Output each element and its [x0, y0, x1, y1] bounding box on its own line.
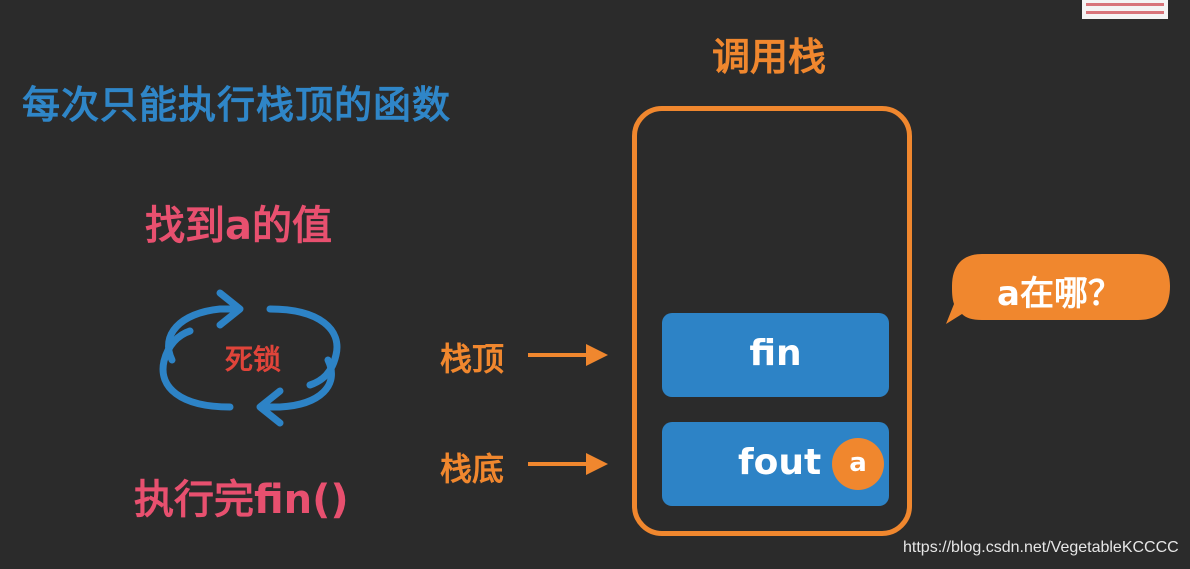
- find-value-text: 找到a的值: [145, 203, 332, 249]
- corner-logo: [1082, 0, 1168, 19]
- deadlock-label: 死锁: [224, 343, 281, 376]
- stack-frame-fin: fin: [662, 313, 889, 397]
- watermark-url: https://blog.csdn.net/VegetableKCCCC: [903, 539, 1179, 556]
- frame-name: fin: [749, 333, 802, 374]
- variable-a-badge: a: [832, 438, 884, 490]
- call-stack-container: [632, 106, 912, 536]
- arrow-right-icon: [528, 453, 608, 475]
- bubble-text: a在哪？: [997, 274, 1122, 314]
- finished-fin-text: 执行完fin(): [134, 477, 349, 523]
- call-stack-title: 调用栈: [712, 35, 827, 79]
- stack-frame-fout: fout a: [662, 422, 889, 506]
- stack-top-label: 栈顶: [440, 340, 505, 378]
- frame-name: fout: [738, 442, 822, 483]
- headline: 每次只能执行栈顶的函数: [22, 83, 452, 127]
- speech-bubble: [946, 254, 1170, 324]
- stack-bottom-label: 栈底: [440, 450, 505, 488]
- arrow-right-icon: [528, 344, 608, 366]
- deadlock-cycle-icon: [159, 289, 341, 427]
